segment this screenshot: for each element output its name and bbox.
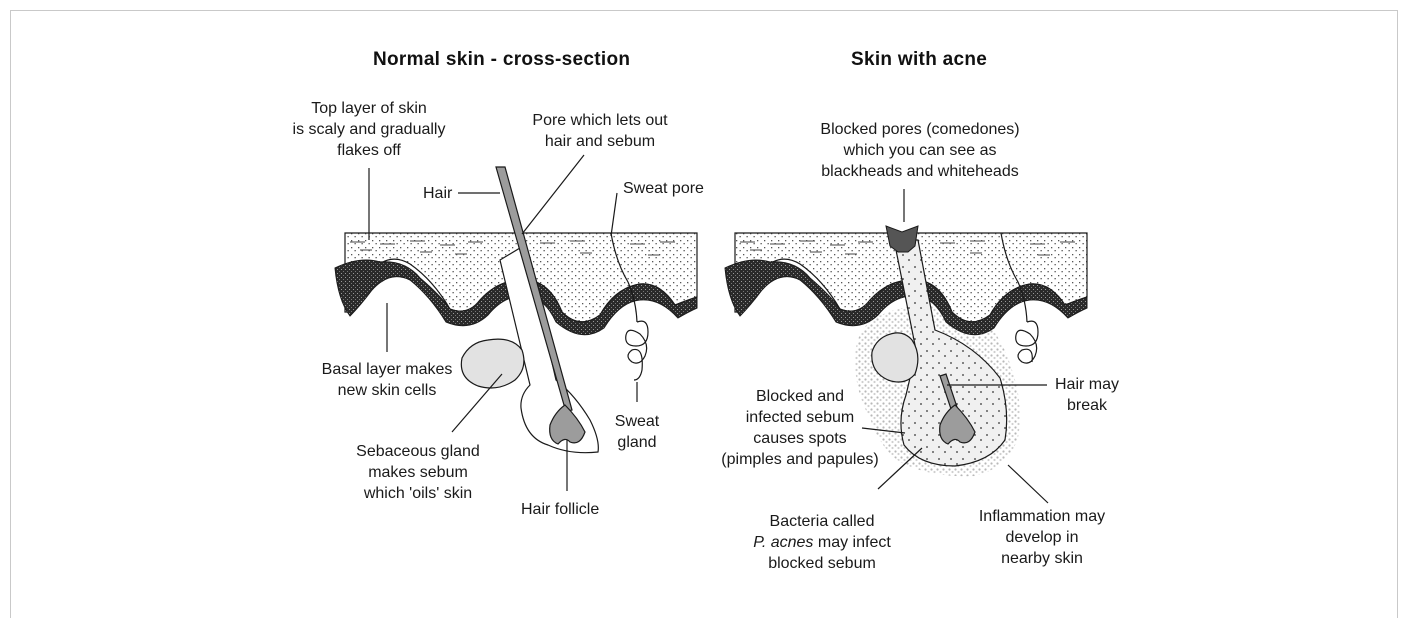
label-pore: Pore which lets out hair and sebum [515,110,685,152]
normal-skin-section [335,167,697,453]
label-bacteria: Bacteria called P. acnes may infect bloc… [740,511,904,574]
label-hair-break: Hair may break [1047,374,1127,416]
label-hair-follicle: Hair follicle [521,499,599,520]
sebaceous-gland-right [872,333,918,382]
title-acne-skin: Skin with acne [851,49,987,71]
sweat-gland-coil-left [626,321,648,380]
label-blocked-pores: Blocked pores (comedones) which you can … [790,119,1050,182]
title-normal-skin: Normal skin - cross-section [373,49,630,71]
label-sweat-pore: Sweat pore [623,178,704,199]
sweat-gland-coil-right [1016,321,1038,363]
label-basal-layer: Basal layer makes new skin cells [292,359,482,401]
label-infected-sebum: Blocked and infected sebum causes spots … [712,386,888,470]
label-sebaceous: Sebaceous gland makes sebum which 'oils'… [338,441,498,504]
label-hair: Hair [423,183,452,204]
label-top-layer: Top layer of skin is scaly and gradually… [279,98,459,161]
label-inflammation: Inflammation may develop in nearby skin [958,506,1126,569]
label-sweat-gland: Sweat gland [606,411,668,453]
leader-sweat-pore [611,193,617,236]
leader-pore [522,155,584,234]
leader-inflammation [1008,465,1048,503]
